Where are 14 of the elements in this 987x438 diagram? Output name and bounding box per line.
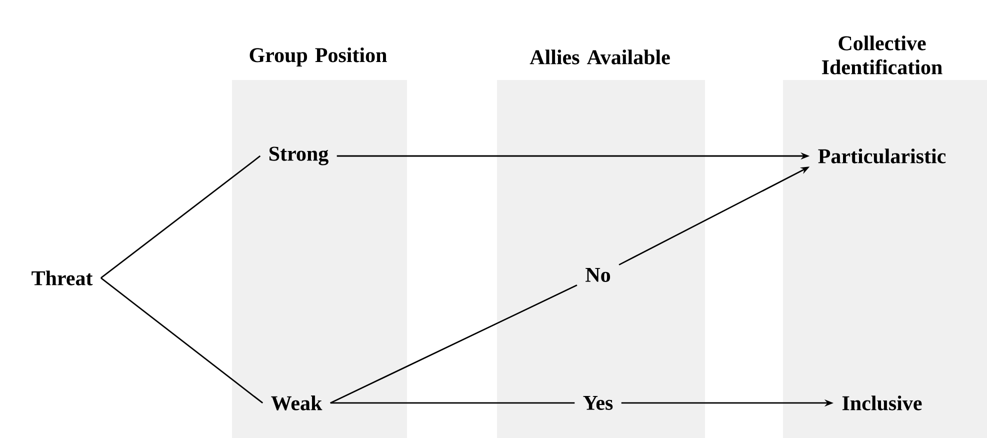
node-label: Inclusive	[842, 396, 922, 410]
node-label: Weak	[271, 396, 322, 410]
node-label: Strong	[269, 146, 328, 166]
node-label: Threat	[32, 270, 93, 286]
node-label: Yes	[583, 396, 613, 410]
connector-line	[100, 277, 264, 404]
node-label: No	[586, 268, 610, 282]
node-label: Group Position	[250, 47, 387, 67]
node-label: Particularistic	[818, 148, 946, 164]
node-label: Collective Identification	[822, 36, 942, 74]
node-label: Allies Available	[530, 50, 670, 64]
connector-line	[330, 284, 578, 404]
connector-line	[330, 402, 575, 404]
connector-line	[100, 155, 261, 279]
